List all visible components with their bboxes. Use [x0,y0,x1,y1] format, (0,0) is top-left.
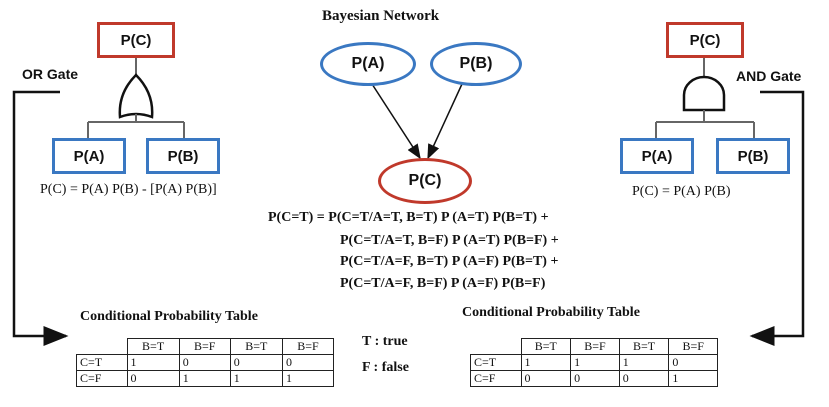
cpt-right-cell: 1 [570,354,620,371]
cpt-right-header: B=T [618,338,670,355]
cpt-left-header: B=F [281,338,335,355]
cpt-left-header: B=T [229,338,283,355]
or-gate-output-box: P(C) [97,22,175,58]
bayes-node-c: P(C) [378,158,472,204]
and-gate-input-a: P(A) [620,138,694,174]
cpt-right-cell: 0 [570,370,620,387]
table-row: C=F 0 0 0 1 [470,370,718,387]
cpt-right-cell: 0 [668,354,718,371]
legend-false: F : false [362,360,409,375]
cpt-left-header: B=T [126,338,180,355]
cpt-right-header: B=T [520,338,572,355]
and-gate-symbol [682,75,726,112]
bayes-equation-line-2: P(C=T/A=T, B=F) P (A=T) P(B=F) + [340,233,559,248]
and-gate-output-box: P(C) [666,22,744,58]
cpt-right-row-label: C=T [470,354,522,371]
and-to-cpt-arrow [749,90,805,346]
bayes-equation-line-4: P(C=T/A=F, B=F) P (A=F) P(B=F) [340,276,546,291]
cpt-right-row-label: C=F [470,370,522,387]
cpt-right-cell: 0 [520,370,572,387]
or-gate-formula: P(C) = P(A) P(B) - [P(A) P(B)] [40,182,217,197]
or-gate-label: OR Gate [22,66,79,82]
cpt-left-header: B=F [178,338,231,355]
or-to-cpt-arrow [12,90,69,346]
cpt-left-cell: 0 [281,354,335,371]
cpt-left-row-label: C=F [76,370,128,387]
page-title: Bayesian Network [322,8,440,24]
table-row: C=T 1 0 0 0 [76,354,335,371]
cpt-right-header: B=F [570,338,620,355]
bayes-arrow-b-c [427,83,463,160]
and-gate-label: AND Gate [736,68,802,84]
and-gate-formula: P(C) = P(A) P(B) [632,184,731,199]
cpt-left-cell: 0 [178,354,231,371]
cpt-right-cell: 1 [520,354,572,371]
cpt-left-cell: 0 [229,354,283,371]
legend-true: T : true [362,334,408,349]
cpt-left-cell: 1 [229,370,283,387]
or-gate-symbol [118,73,154,119]
cpt-left-cell: 0 [126,370,180,387]
cpt-left-cell: 1 [281,370,335,387]
or-gate-input-a: P(A) [52,138,126,174]
cpt-right-table: B=T B=F B=T B=F C=T 1 1 1 0 C=F 0 0 0 1 [470,338,718,387]
cpt-left-table: B=T B=F B=T B=F C=T 1 0 0 0 C=F 0 1 1 1 [76,338,335,387]
cpt-left-cell: 1 [126,354,180,371]
bayes-node-b: P(B) [430,42,522,86]
table-row: C=F 0 1 1 1 [76,370,335,387]
bayes-equation-line-3: P(C=T/A=F, B=T) P (A=F) P(B=T) + [340,254,559,269]
cpt-right-title: Conditional Probability Table [462,305,640,320]
cpt-left-cell: 1 [178,370,231,387]
bayes-arrow-a-c [371,83,421,160]
or-gate-input-b: P(B) [146,138,220,174]
cpt-right-cell: 1 [618,354,670,371]
bayes-node-a: P(A) [320,42,416,86]
and-gate-input-b: P(B) [716,138,790,174]
bayes-equation-line-1: P(C=T) = P(C=T/A=T, B=T) P (A=T) P(B=T) … [268,210,549,225]
cpt-left-title: Conditional Probability Table [80,309,258,324]
cpt-right-cell: 1 [668,370,718,387]
cpt-left-row-label: C=T [76,354,128,371]
cpt-right-cell: 0 [618,370,670,387]
table-row: C=T 1 1 1 0 [470,354,718,371]
cpt-right-header: B=F [668,338,718,355]
